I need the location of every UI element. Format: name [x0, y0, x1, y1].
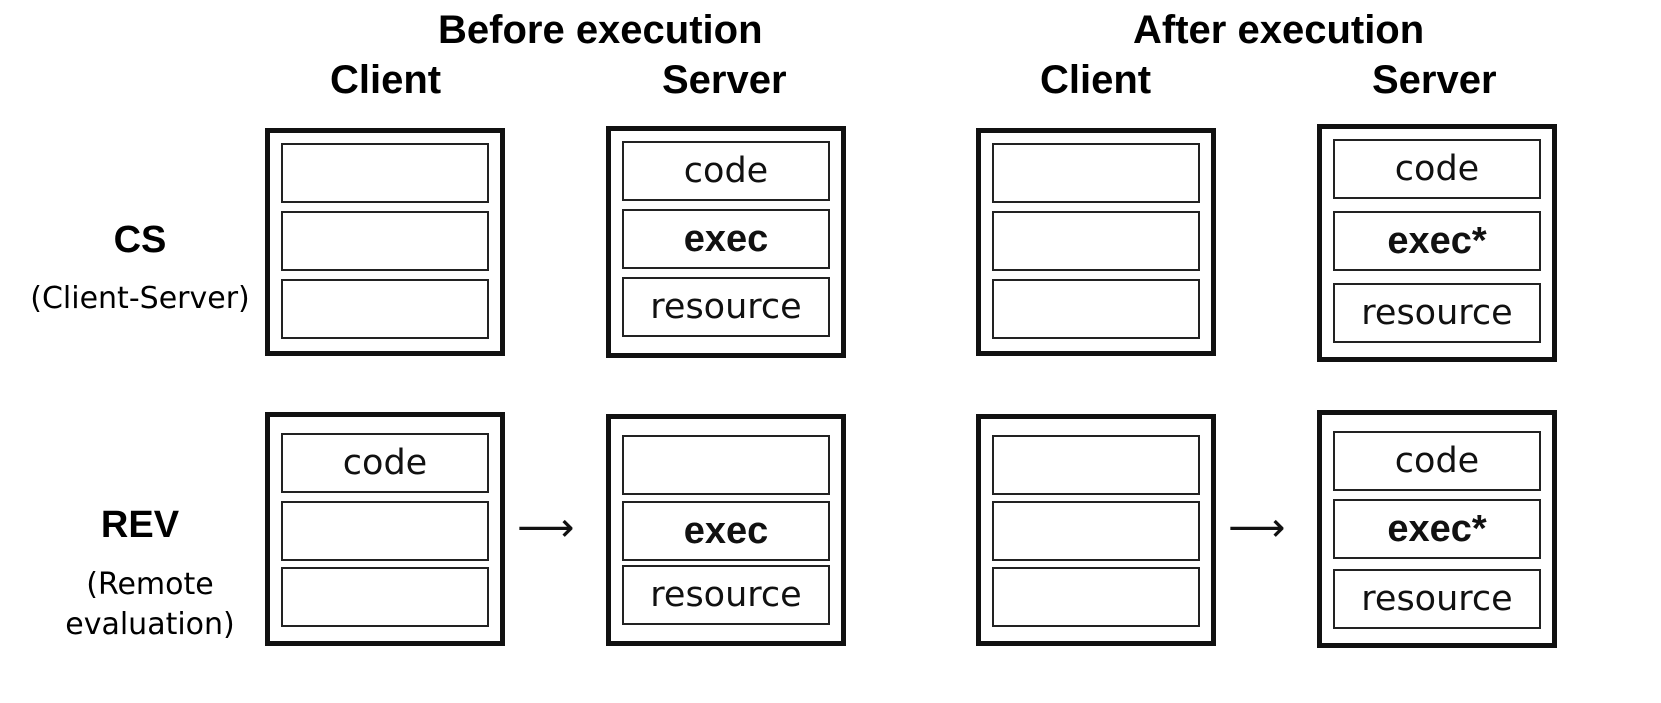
rev-row-sublabel-line2: evaluation) — [65, 607, 235, 642]
cs-after-client-box — [976, 128, 1216, 356]
slot-2 — [992, 211, 1200, 271]
code-slot: code — [281, 433, 489, 493]
cs-before-server-box: code exec resource — [606, 126, 846, 358]
slot-1 — [281, 143, 489, 203]
before-execution-header: Before execution — [438, 8, 763, 52]
slot-2 — [281, 211, 489, 271]
rev-row-label: REV — [100, 504, 180, 546]
rev-before-server-box: exec resource — [606, 414, 846, 646]
exec-star-slot: exec* — [1333, 211, 1541, 271]
rev-after-arrow: ⟶ — [1228, 505, 1286, 551]
code-slot: code — [622, 141, 830, 201]
after-client-header: Client — [1040, 58, 1152, 102]
slot-3 — [992, 279, 1200, 339]
empty-slot — [622, 435, 830, 495]
code-slot: code — [1333, 139, 1541, 199]
exec-slot: exec — [622, 501, 830, 561]
resource-slot: resource — [1333, 283, 1541, 343]
slot-3 — [281, 567, 489, 627]
before-client-header: Client — [330, 58, 442, 102]
after-execution-header: After execution — [1133, 8, 1425, 52]
slot-3 — [281, 279, 489, 339]
rev-after-client-box — [976, 414, 1216, 646]
exec-star-slot: exec* — [1333, 499, 1541, 559]
resource-slot: resource — [622, 277, 830, 337]
after-server-header: Server — [1372, 58, 1497, 102]
slot-2 — [281, 501, 489, 561]
cs-row-sublabel: (Client-Server) — [30, 281, 250, 316]
slot-1 — [992, 143, 1200, 203]
cs-before-client-box — [265, 128, 505, 356]
resource-slot: resource — [1333, 569, 1541, 629]
resource-slot: resource — [622, 565, 830, 625]
slot-2 — [992, 501, 1200, 561]
code-slot: code — [1333, 431, 1541, 491]
slot-3 — [992, 567, 1200, 627]
rev-before-client-box: code — [265, 412, 505, 646]
cs-row-label: CS — [113, 219, 167, 261]
slot-1 — [992, 435, 1200, 495]
rev-after-server-box: code exec* resource — [1317, 410, 1557, 648]
exec-slot: exec — [622, 209, 830, 269]
rev-before-arrow: ⟶ — [517, 505, 575, 551]
before-server-header: Server — [662, 58, 787, 102]
cs-after-server-box: code exec* resource — [1317, 124, 1557, 362]
rev-row-sublabel-line1: (Remote — [86, 567, 214, 602]
